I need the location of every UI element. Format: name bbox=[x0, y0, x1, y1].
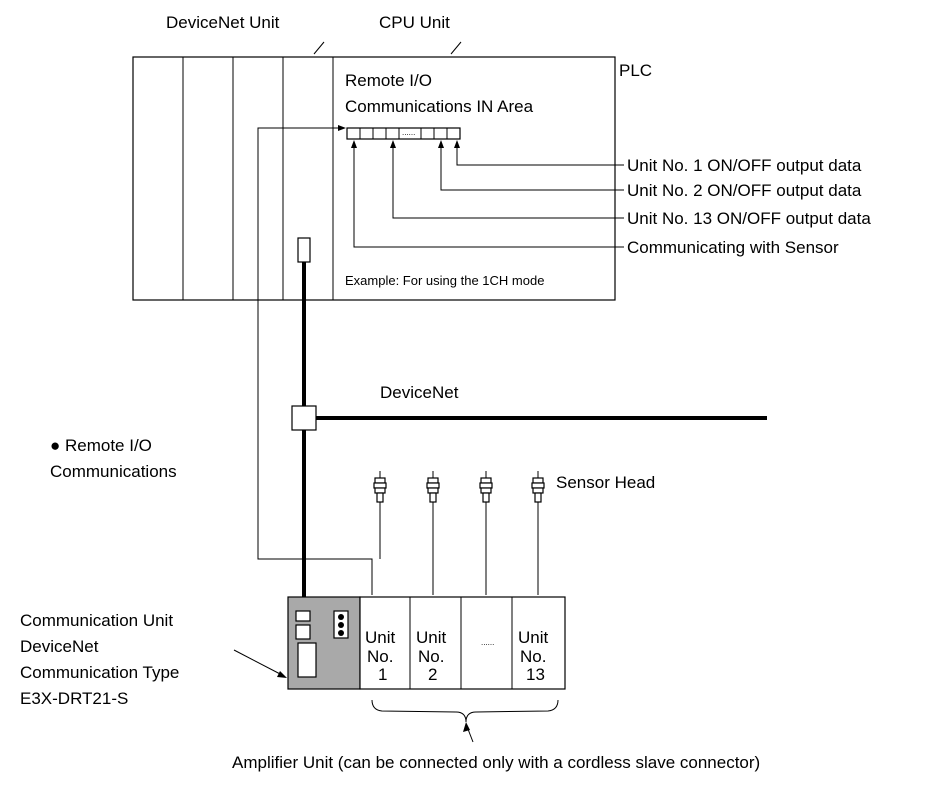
plc-outline bbox=[132, 56, 616, 301]
example-note: Example: For using the 1CH mode bbox=[345, 273, 544, 288]
cpu-unit-leader bbox=[450, 41, 462, 55]
led-icon bbox=[338, 630, 344, 636]
amplifier-units-outline bbox=[359, 596, 566, 690]
unit-number: 13 bbox=[526, 665, 545, 684]
arrow-head-icon bbox=[277, 671, 287, 678]
comm-unit-label-line2: DeviceNet bbox=[20, 637, 99, 656]
unit-label: Unit bbox=[365, 628, 396, 647]
sensor-head-label: Sensor Head bbox=[556, 473, 655, 492]
amplifier-unit-ellipsis: ...... bbox=[481, 638, 494, 647]
unit1-data-label: Unit No. 1 ON/OFF output data bbox=[627, 156, 862, 175]
connector-icon bbox=[295, 610, 311, 622]
unit-label: No. bbox=[520, 647, 546, 666]
memory-dots: ...... bbox=[402, 128, 415, 137]
plc-label: PLC bbox=[619, 61, 652, 80]
unit2-leader bbox=[440, 143, 624, 191]
sensor-head-icon bbox=[479, 471, 493, 595]
arrow-head-icon bbox=[390, 140, 396, 148]
unit-number: 2 bbox=[428, 665, 437, 684]
communicating-leader bbox=[353, 143, 624, 248]
amplifier-unit-label: Amplifier Unit (can be connected only wi… bbox=[232, 753, 760, 772]
comm-unit-pointer bbox=[233, 649, 285, 677]
amplifier-unit-2: Unit No. 2 bbox=[416, 628, 447, 684]
comm-unit-label-line4: E3X-DRT21-S bbox=[20, 689, 128, 708]
arrow-head-icon bbox=[463, 722, 470, 732]
remote-io-label-line1: ● Remote I/O bbox=[50, 436, 152, 455]
comm-unit-label-line1: Communication Unit bbox=[20, 611, 173, 630]
cpu-unit-label: CPU Unit bbox=[379, 13, 450, 32]
sensor-head-icon bbox=[426, 471, 440, 595]
unit2-data-label: Unit No. 2 ON/OFF output data bbox=[627, 181, 862, 200]
sensor-heads bbox=[373, 471, 545, 595]
remote-io-path bbox=[257, 127, 373, 595]
arrow-head-icon bbox=[351, 140, 357, 148]
communication-unit bbox=[287, 596, 361, 690]
unit13-leader bbox=[392, 143, 624, 219]
devicenet-label: DeviceNet bbox=[380, 383, 459, 402]
io-area-title-line2: Communications IN Area bbox=[345, 97, 534, 116]
devicenet-unit-label: DeviceNet Unit bbox=[166, 13, 280, 32]
arrow-head-icon bbox=[454, 140, 460, 148]
memory-area-outline bbox=[346, 127, 461, 140]
unit-number: 1 bbox=[378, 665, 387, 684]
unit-label: No. bbox=[418, 647, 444, 666]
unit1-leader bbox=[456, 143, 624, 166]
unit-ellipsis: ...... bbox=[481, 638, 494, 647]
led-icon bbox=[338, 614, 344, 620]
amplifier-brace bbox=[371, 699, 559, 723]
amplifier-unit-1: Unit No. 1 bbox=[365, 628, 396, 684]
amplifier-unit-13: Unit No. 13 bbox=[518, 628, 549, 684]
comm-unit-label-line3: Communication Type bbox=[20, 663, 179, 682]
unit-label: No. bbox=[367, 647, 393, 666]
arrow-head-icon bbox=[338, 125, 346, 131]
plc-rack bbox=[132, 56, 616, 301]
unit-label: Unit bbox=[518, 628, 549, 647]
led-icon bbox=[338, 622, 344, 628]
unit-label: Unit bbox=[416, 628, 447, 647]
memory-area: ...... bbox=[346, 127, 461, 140]
connector-icon bbox=[295, 624, 311, 640]
devicenet-tap bbox=[291, 405, 317, 431]
remote-io-label-line2: Communications bbox=[50, 462, 177, 481]
sensor-head-icon bbox=[531, 471, 545, 595]
amplifier-units: Unit No. 1 Unit No. 2 ...... Unit No. 13 bbox=[359, 596, 566, 690]
devicenet-unit-leader bbox=[313, 41, 325, 55]
communicating-label: Communicating with Sensor bbox=[627, 238, 839, 257]
devicenet-connector bbox=[297, 237, 311, 263]
unit13-data-label: Unit No. 13 ON/OFF output data bbox=[627, 209, 871, 228]
arrow-head-icon bbox=[438, 140, 444, 148]
io-area-title-line1: Remote I/O bbox=[345, 71, 432, 90]
sensor-head-icon bbox=[373, 471, 387, 559]
data-leaders bbox=[351, 140, 624, 248]
port-icon bbox=[297, 642, 317, 678]
